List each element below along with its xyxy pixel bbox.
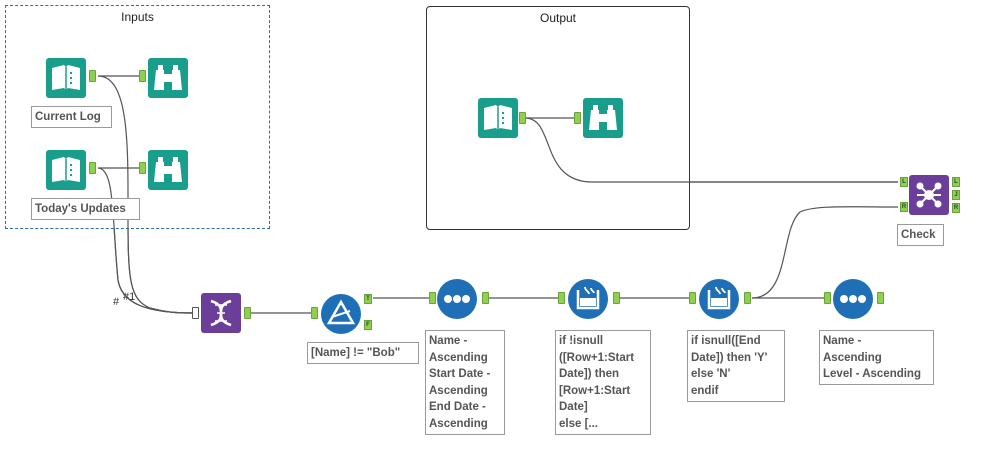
- formula-beaker-icon: [568, 279, 608, 319]
- join-right-output-anchor[interactable]: R: [952, 203, 960, 213]
- input-anchor[interactable]: [429, 292, 436, 304]
- union-input-hash1: #1: [123, 291, 136, 303]
- browse-tool-output[interactable]: [583, 98, 623, 138]
- input-data-tool-todays-updates[interactable]: [46, 150, 86, 190]
- inputs-container-title: Inputs: [121, 10, 154, 24]
- join-join-output-anchor[interactable]: J: [952, 190, 960, 200]
- book-icon: [46, 58, 86, 98]
- output-anchor[interactable]: [613, 292, 620, 304]
- input-anchor[interactable]: [311, 307, 318, 319]
- union-tool[interactable]: [201, 293, 241, 333]
- annotation-filter: [Name] != "Bob": [307, 342, 419, 364]
- formula-beaker-icon: [699, 279, 739, 319]
- output-anchor[interactable]: [877, 292, 884, 304]
- browse-tool-1[interactable]: [148, 58, 188, 98]
- output-anchor[interactable]: [244, 307, 251, 319]
- output-anchor[interactable]: [89, 70, 96, 82]
- input-data-tool-output[interactable]: [478, 98, 518, 138]
- book-icon: [478, 98, 518, 138]
- filter-false-anchor[interactable]: F: [364, 320, 372, 330]
- join-right-input-anchor[interactable]: R: [900, 202, 908, 212]
- output-anchor[interactable]: [744, 292, 751, 304]
- annotation-todays-updates: Today's Updates: [31, 198, 140, 220]
- annotation-formula-1: if !isnull ([Row+1:Start Date]) then [Ro…: [555, 330, 651, 435]
- union-input-hash: #: [113, 296, 120, 308]
- annotation-current-log: Current Log: [31, 106, 112, 128]
- input-anchor[interactable]: [574, 112, 581, 124]
- output-anchor[interactable]: [89, 162, 96, 174]
- annotation-formula-2: if isnull([End Date]) then 'Y' else 'N' …: [687, 330, 785, 402]
- join-left-output-anchor[interactable]: L: [952, 177, 960, 187]
- sort-tool-2[interactable]: [832, 278, 874, 320]
- sort-tool-1[interactable]: [436, 278, 478, 320]
- annotation-sort-1: Name - Ascending Start Date - Ascending …: [425, 330, 505, 435]
- output-anchor[interactable]: [519, 112, 526, 124]
- browse-tool-2[interactable]: [148, 150, 188, 190]
- binoculars-icon: [583, 98, 623, 138]
- join-tool[interactable]: [909, 175, 949, 215]
- filter-triangle-icon: [321, 294, 361, 334]
- input-anchor[interactable]: [824, 292, 831, 304]
- input-anchor[interactable]: [558, 292, 565, 304]
- input-anchor[interactable]: [139, 162, 146, 174]
- dna-union-icon: [201, 293, 241, 333]
- formula-tool[interactable]: [698, 278, 740, 320]
- sort-dots-icon: [833, 279, 873, 319]
- output-container-title: Output: [539, 11, 577, 25]
- sort-dots-icon: [437, 279, 477, 319]
- input-anchor[interactable]: [139, 70, 146, 82]
- book-icon: [46, 150, 86, 190]
- join-left-input-anchor[interactable]: L: [900, 177, 908, 187]
- output-anchor[interactable]: [482, 292, 489, 304]
- connection-line: [751, 206, 899, 299]
- binoculars-icon: [148, 150, 188, 190]
- input-data-tool-current-log[interactable]: [46, 58, 86, 98]
- join-icon: [909, 175, 949, 215]
- union-multi-input-anchor[interactable]: [192, 307, 199, 319]
- input-anchor[interactable]: [689, 292, 696, 304]
- filter-true-anchor[interactable]: T: [364, 294, 372, 304]
- multi-row-formula-tool[interactable]: [567, 278, 609, 320]
- annotation-check: Check: [897, 224, 944, 246]
- filter-tool[interactable]: [320, 293, 362, 335]
- binoculars-icon: [148, 58, 188, 98]
- annotation-sort-2: Name - Ascending Level - Ascending: [819, 330, 934, 385]
